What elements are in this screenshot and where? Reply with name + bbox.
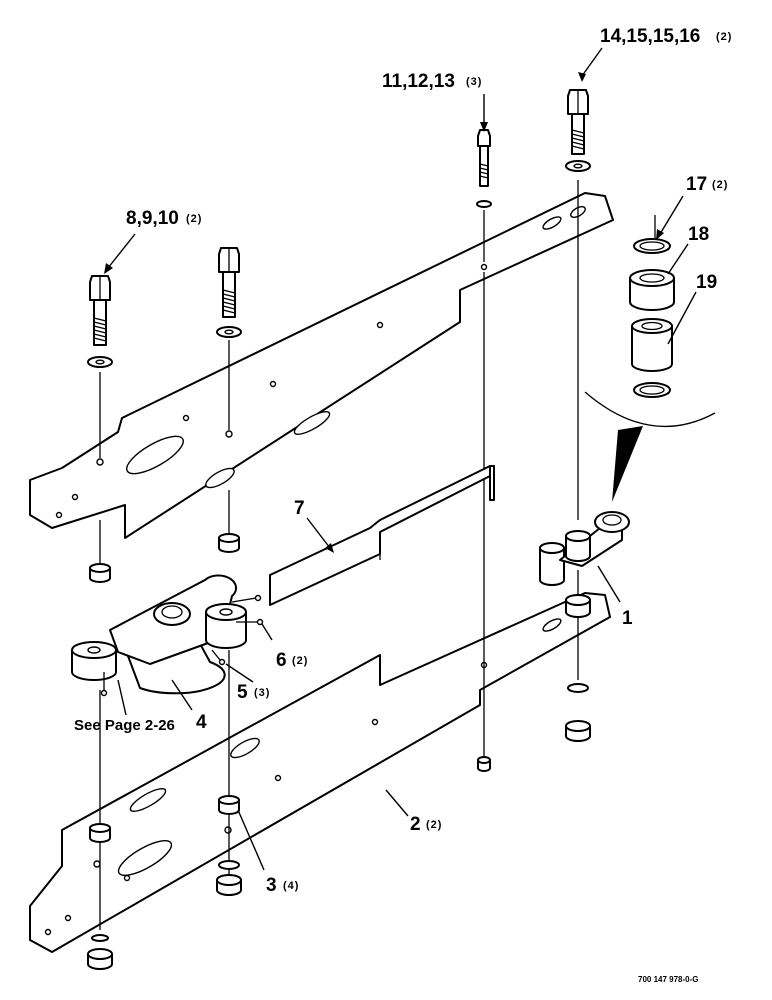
label-11-12-13: 11,12,13: [382, 71, 455, 92]
bearing-detail: [584, 238, 716, 502]
label-6: 6: [276, 650, 287, 671]
label-8-qty: (2): [186, 213, 202, 225]
spacers-part-3: [89, 533, 240, 843]
bolt-11: [476, 129, 492, 208]
assembly-center-lines: [99, 180, 656, 930]
label-6-qty: (2): [292, 655, 308, 667]
bolt-8: [87, 275, 113, 368]
label-7: 7: [294, 498, 305, 519]
label-14-qty: (2): [716, 31, 732, 43]
label-14-15-16: 14,15,15,16: [600, 26, 700, 47]
upper-plate: [29, 192, 614, 539]
label-8-9-10: 8,9,10: [126, 208, 179, 229]
label-17-qty: (2): [712, 179, 728, 191]
label-2-qty: (2): [426, 819, 442, 831]
part-labels: 14,15,15,16 (2) 11,12,13 (3) 17 (2) 18 1…: [74, 26, 732, 984]
lower-plate: [29, 592, 611, 953]
strip-part-7: [269, 465, 495, 606]
bolt-8-second: [216, 247, 242, 338]
label-19: 19: [696, 272, 717, 293]
label-5: 5: [237, 682, 248, 703]
label-5-qty: (3): [254, 687, 270, 699]
drawing-number: 700 147 978-0-G: [638, 975, 699, 984]
label-3: 3: [266, 875, 277, 896]
roller-assembly-part-4: [71, 574, 264, 697]
label-1: 1: [622, 608, 633, 629]
label-11-qty: (3): [466, 76, 482, 88]
label-3-qty: (4): [283, 880, 299, 892]
bolt-14: [565, 89, 591, 172]
label-2: 2: [410, 814, 421, 835]
label-4: 4: [196, 712, 207, 733]
label-see-page: See Page 2-26: [74, 717, 175, 734]
leader-lines: [104, 47, 697, 871]
label-17: 17: [686, 174, 707, 195]
pivot-arm-part-1: [539, 511, 630, 618]
label-18: 18: [688, 224, 709, 245]
nuts-and-washers: [87, 683, 591, 970]
